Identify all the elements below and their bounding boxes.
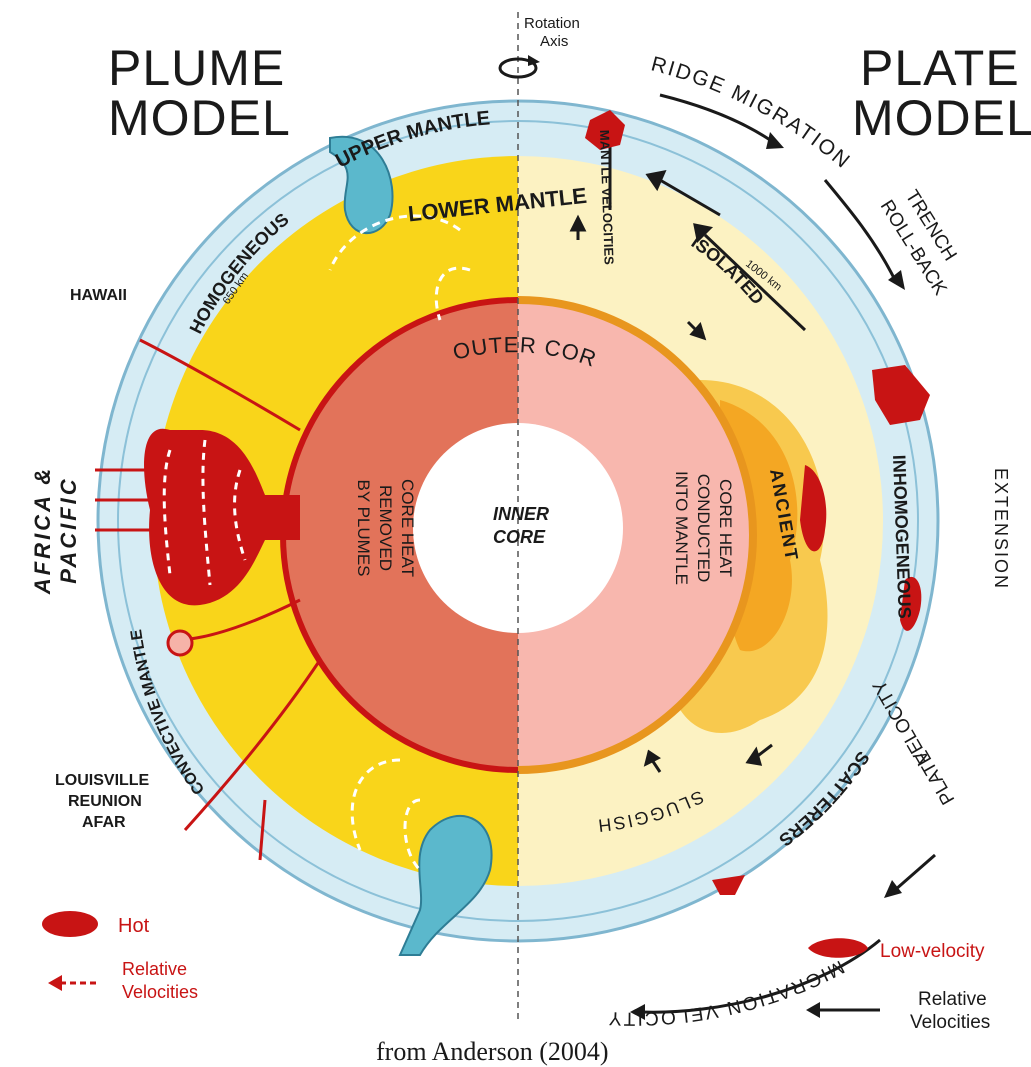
outer-core-right bbox=[518, 296, 757, 774]
legend-right: Low-velocity Relative Velocities bbox=[806, 938, 990, 1033]
relative-legend-right-label-1: Relative bbox=[918, 989, 987, 1010]
plate-arrowheads bbox=[630, 132, 905, 1020]
hawaii-label: HAWAII bbox=[70, 287, 127, 304]
source-caption: from Anderson (2004) bbox=[376, 1037, 609, 1066]
core-heat-left-line-2: REMOVED bbox=[376, 485, 395, 571]
upper-blue-drip bbox=[329, 135, 394, 235]
plume-conduits bbox=[95, 338, 322, 861]
inner-core-label-1: INNER bbox=[493, 504, 549, 524]
extension-label: EXTENSION bbox=[991, 468, 1011, 590]
relative-velocity-black-arrow-icon bbox=[806, 1002, 820, 1018]
low-velocity-blob-right bbox=[900, 576, 922, 631]
plate-arrows bbox=[639, 93, 936, 1014]
africa-pacific-label: AFRICA & PACIFIC bbox=[30, 466, 81, 595]
inner-core bbox=[413, 423, 623, 633]
core-heat-right-line-1: CORE HEAT bbox=[716, 479, 735, 577]
africa-pacific-line-1: AFRICA & bbox=[30, 466, 55, 595]
hot-legend-label: Hot bbox=[118, 915, 150, 937]
legend-left: Hot Relative Velocities bbox=[42, 911, 198, 1002]
convection-arrows-left bbox=[328, 214, 471, 872]
africa-pacific-line-2: PACIFIC bbox=[56, 476, 81, 583]
core-heat-left-line-3: BY PLUMES bbox=[354, 479, 373, 576]
plume-model-title-2: MODEL bbox=[108, 90, 291, 146]
plume-model-title-1: PLUME bbox=[108, 40, 285, 96]
ridge-hotspot-bottom bbox=[712, 875, 745, 895]
inner-core-label-2: CORE bbox=[493, 527, 546, 547]
core-heat-right: CORE HEAT CONDUCTED INTO MANTLE bbox=[672, 471, 735, 585]
lower-blue-drip bbox=[398, 814, 493, 956]
low-velocity-blob-ancient bbox=[800, 465, 827, 552]
reunion-label: REUNION bbox=[68, 793, 142, 810]
small-plume-head bbox=[166, 629, 194, 657]
rotation-axis-label-1: Rotation bbox=[524, 15, 580, 32]
plume-head bbox=[144, 428, 300, 606]
low-velocity-legend-label: Low-velocity bbox=[880, 941, 985, 962]
hot-legend-swatch bbox=[42, 911, 98, 937]
ridge-hotspot-right bbox=[872, 365, 930, 425]
louisville-label: LOUISVILLE bbox=[55, 772, 150, 789]
core-heat-right-line-2: CONDUCTED bbox=[694, 474, 713, 583]
core-heat-left: CORE HEAT REMOVED BY PLUMES bbox=[354, 479, 417, 577]
relative-legend-label-2: Velocities bbox=[122, 982, 198, 1002]
relative-legend-right-label-2: Velocities bbox=[910, 1012, 990, 1033]
rotation-arrow-icon bbox=[498, 55, 540, 79]
mantle-velocities-label: MANTLE VELOCITIES bbox=[597, 130, 617, 266]
relative-legend-label-1: Relative bbox=[122, 959, 187, 979]
mantle-velocity-arrows bbox=[569, 111, 807, 773]
low-velocity-legend-swatch bbox=[808, 938, 868, 958]
core-heat-left-line-1: CORE HEAT bbox=[398, 479, 417, 577]
plate-model-title-1: PLATE bbox=[860, 40, 1020, 96]
afar-label: AFAR bbox=[82, 814, 126, 831]
plate-model-title-2: MODEL bbox=[852, 90, 1031, 146]
core-heat-right-line-3: INTO MANTLE bbox=[672, 471, 691, 585]
ridge-hotspot-top bbox=[585, 110, 625, 150]
relative-velocity-arrow-icon bbox=[48, 975, 62, 991]
rotation-axis-label-2: Axis bbox=[540, 33, 568, 50]
